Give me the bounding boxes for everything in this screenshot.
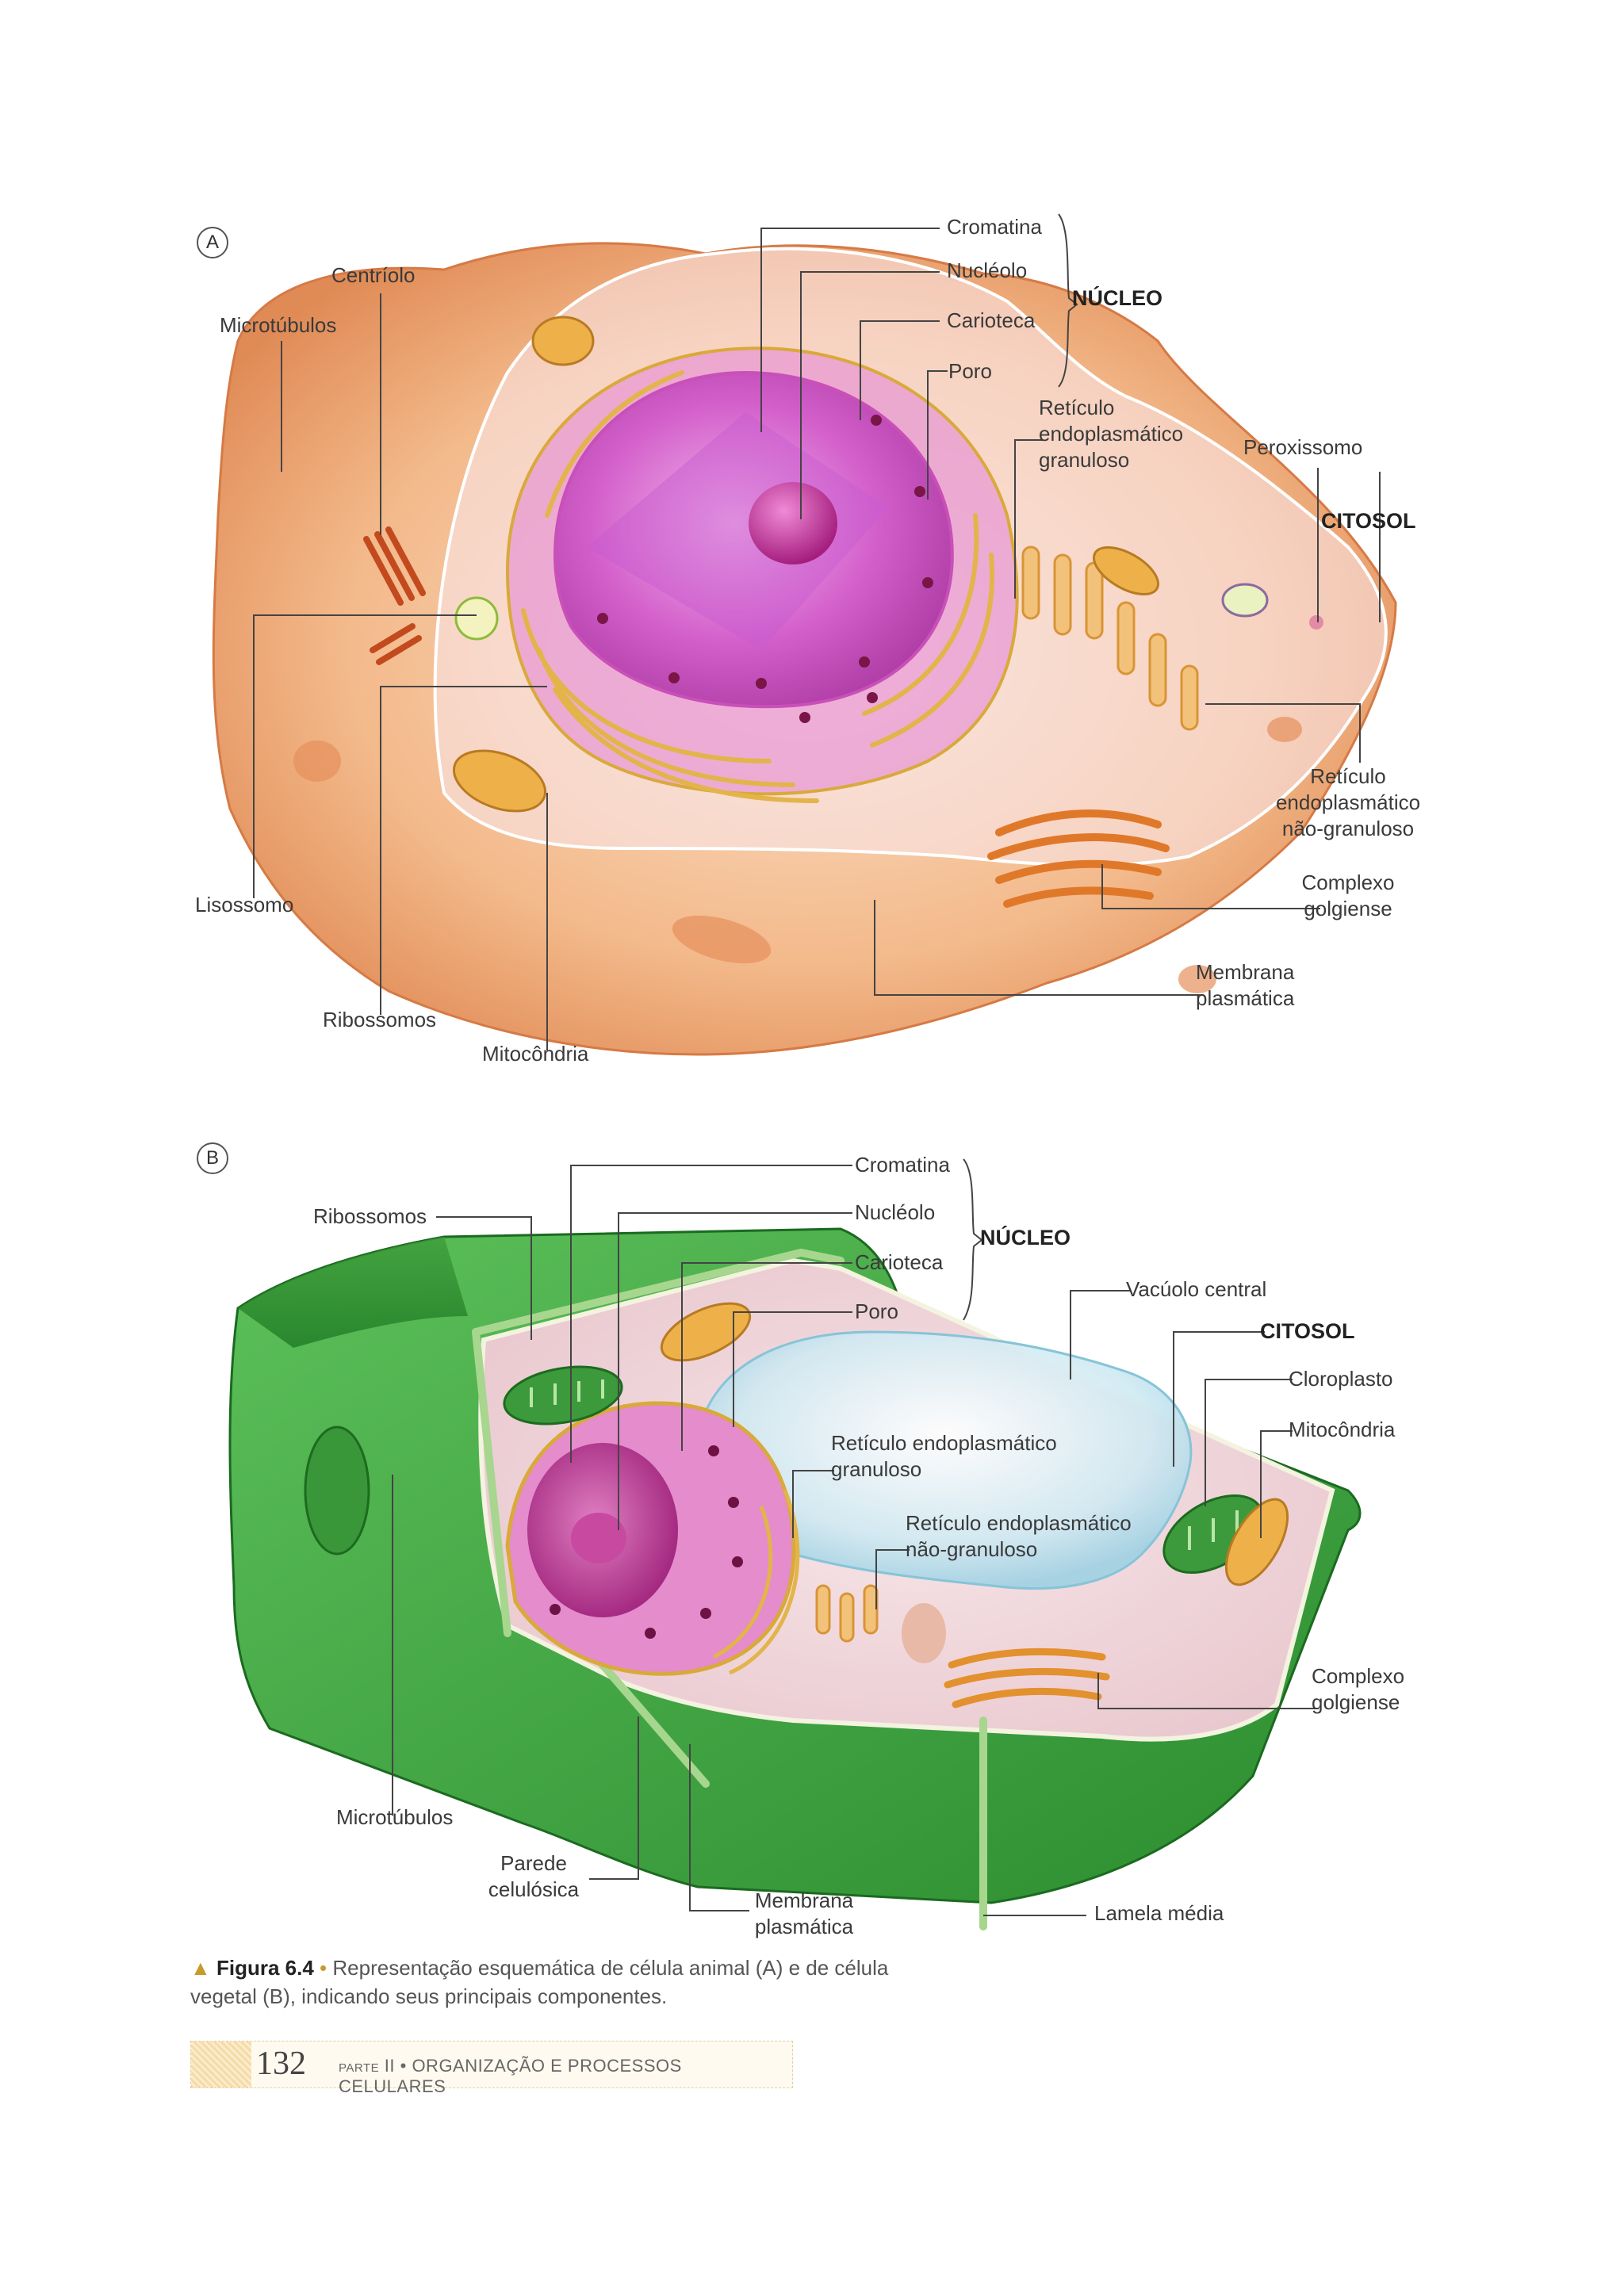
triangle-icon: ▲ [190, 1956, 211, 1980]
label-centriolo-a: Centríolo [331, 263, 416, 287]
label-lisossomo-a: Lisossomo [195, 893, 294, 916]
animal-peroxisome [1309, 615, 1323, 629]
animal-smooth-er [1021, 545, 1199, 731]
label-microtubulos-b: Microtúbulos [336, 1805, 454, 1829]
panel-b-badge: B [197, 1142, 228, 1174]
label-nucleo-b: NÚCLEO [980, 1226, 1071, 1249]
label-nucleolo-a: Nucléolo [947, 258, 1028, 282]
panel-a-badge: A [197, 227, 228, 258]
animal-cell [212, 242, 1397, 1056]
label-cromatina-b: Cromatina [855, 1153, 950, 1177]
label-microtubulos-a: Microtúbulos [220, 313, 337, 337]
page-number-pattern [191, 2042, 251, 2087]
label-lamela-media-b: Lamela média [1094, 1901, 1224, 1925]
animal-golgi [987, 809, 1170, 908]
label-carioteca-b: Carioteca [855, 1250, 944, 1274]
label-complexo-golgiense-a: Complexo golgiense [1301, 871, 1395, 920]
animal-centriole [363, 526, 426, 665]
plant-nucleolus [571, 1513, 626, 1563]
label-membrana-plasmatica-a: Membrana plasmática [1196, 960, 1295, 1010]
panel-b-leader-lines [392, 1158, 1319, 1916]
animal-nucleus-cut [587, 412, 888, 650]
label-mitocondria-a: Mitocôndria [482, 1042, 589, 1066]
label-nucleo-a: NÚCLEO [1072, 286, 1162, 310]
figure-caption: ▲ Figura 6.4 • Representação esquemática… [190, 1954, 983, 2011]
label-reticulo-granuloso-a: Retículo endoplasmático granuloso [1039, 396, 1184, 472]
label-citosol-b: CITOSOL [1260, 1319, 1355, 1343]
plant-vacuole [696, 1330, 1193, 1590]
label-mitocondria-b: Mitocôndria [1289, 1418, 1396, 1441]
dot-separator: • [320, 1956, 327, 1980]
plant-golgi [944, 1647, 1110, 1709]
label-reticulo-granuloso-b: Retículo endoplasmático granuloso [831, 1431, 1057, 1481]
label-carioteca-a: Carioteca [947, 308, 1036, 332]
label-vacuolo-central-b: Vacúolo central [1126, 1277, 1267, 1301]
plant-cell [228, 1227, 1362, 1931]
label-nucleolo-b: Nucléolo [855, 1200, 936, 1224]
page-number: 132 [256, 2045, 306, 2082]
label-ribossomos-a: Ribossomos [323, 1008, 437, 1031]
panel-a-leader-lines [253, 213, 1381, 1050]
label-cloroplasto-b: Cloroplasto [1289, 1367, 1393, 1391]
animal-nucleolus [749, 482, 837, 564]
label-membrana-plasmatica-b: Membrana plasmática [754, 1888, 854, 1938]
label-cromatina-a: Cromatina [947, 215, 1042, 239]
caption-line1: Representação esquemática de célula anim… [332, 1956, 889, 1980]
animal-lysosome [454, 596, 499, 641]
section-title: PARTE II • ORGANIZAÇÃO E PROCESSOS CELUL… [339, 2056, 682, 2096]
label-ribossomos-b: Ribossomos [313, 1204, 427, 1228]
label-parede-celulosica-b: Parede celulósica [488, 1851, 580, 1901]
page-footer: 132 PARTE II • ORGANIZAÇÃO E PROCESSOS C… [190, 2041, 793, 2096]
label-reticulo-nao-granuloso-a: Retículo endoplasmático não-granuloso [1275, 764, 1421, 840]
label-complexo-golgiense-b: Complexo golgiense [1312, 1664, 1405, 1714]
label-reticulo-nao-granuloso-b: Retículo endoplasmático não-granuloso [906, 1511, 1132, 1561]
animal-mitochondria [452, 316, 1159, 813]
label-citosol-a: CITOSOL [1321, 509, 1416, 533]
label-peroxissomo-a: Peroxissomo [1243, 435, 1363, 459]
figure-number: Figura 6.4 [216, 1956, 314, 1980]
label-poro-b: Poro [855, 1299, 898, 1323]
label-poro-a: Poro [948, 359, 992, 383]
caption-line2: vegetal (B), indicando seus principais c… [190, 1984, 668, 2008]
